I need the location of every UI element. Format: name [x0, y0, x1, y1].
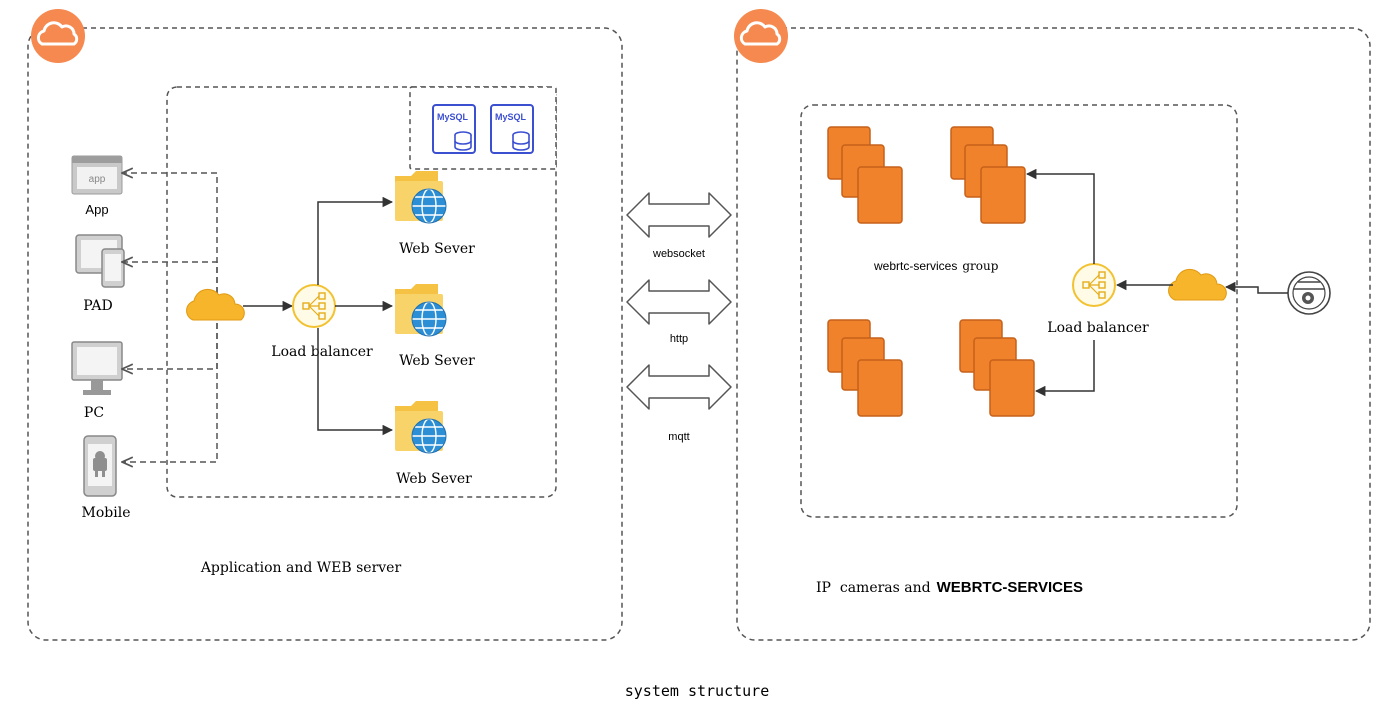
web-server-icon — [394, 400, 447, 454]
app-icon-text: app — [89, 174, 106, 185]
camera-to-cloud-link — [1224, 281, 1288, 294]
lb-to-server-links — [317, 196, 394, 436]
cloud-icon — [1168, 268, 1227, 301]
cloud-icon — [29, 7, 87, 65]
web-server-icon — [394, 283, 447, 337]
compute-instance-icon — [950, 126, 1026, 224]
web-server-label: Web Sever — [396, 471, 472, 487]
mysql-db-icon: MySQL — [490, 104, 534, 154]
compute-instance-icon — [959, 319, 1035, 417]
android-phone-icon — [83, 435, 117, 497]
left-panel: MySQL MySQL app App PAD PC — [27, 7, 623, 641]
compute-instance-icon — [827, 126, 903, 224]
load-balancer-label: Load balancer — [271, 344, 373, 360]
web-server-icon — [394, 170, 447, 224]
client-label-pad: PAD — [83, 298, 112, 314]
monitor-icon — [71, 341, 123, 395]
double-arrow-icon — [626, 192, 732, 238]
load-balancer-icon — [292, 284, 336, 328]
load-balancer-icon — [1072, 263, 1116, 307]
load-balancer-label: Load balancer — [1047, 320, 1149, 336]
diagram-caption: system structure — [625, 682, 770, 700]
protocol-links: websocket http mqtt — [626, 192, 732, 443]
protocol-label-mqtt: mqtt — [668, 431, 689, 443]
ip-camera-icon — [1287, 271, 1331, 315]
left-panel-border — [27, 27, 623, 641]
mysql-label: MySQL — [437, 112, 469, 122]
right-panel-border — [736, 27, 1371, 641]
compute-instance-icon — [827, 319, 903, 417]
cloud-icon — [186, 288, 245, 321]
web-server-label: Web Sever — [399, 353, 475, 369]
left-panel-caption: Application and WEB server — [200, 560, 402, 576]
lb-to-services-links — [1025, 168, 1095, 397]
tablet-icon — [75, 234, 125, 288]
client-label-app: App — [85, 202, 108, 217]
mysql-db-icon: MySQL — [432, 104, 476, 154]
double-arrow-icon — [626, 279, 732, 325]
server-region-border — [166, 86, 557, 498]
services-region-border — [800, 104, 1238, 518]
client-connections — [122, 173, 218, 462]
cloud-icon — [732, 7, 790, 65]
double-arrow-icon — [626, 364, 732, 410]
client-label-pc: PC — [84, 405, 104, 421]
mysql-label: MySQL — [495, 112, 527, 122]
web-server-label: Web Sever — [399, 241, 475, 257]
protocol-label-websocket: websocket — [652, 248, 705, 260]
client-label-mobile: Mobile — [82, 505, 131, 521]
protocol-label-http: http — [670, 333, 688, 345]
app-window-icon: app — [71, 155, 123, 195]
database-region-border — [409, 86, 557, 170]
